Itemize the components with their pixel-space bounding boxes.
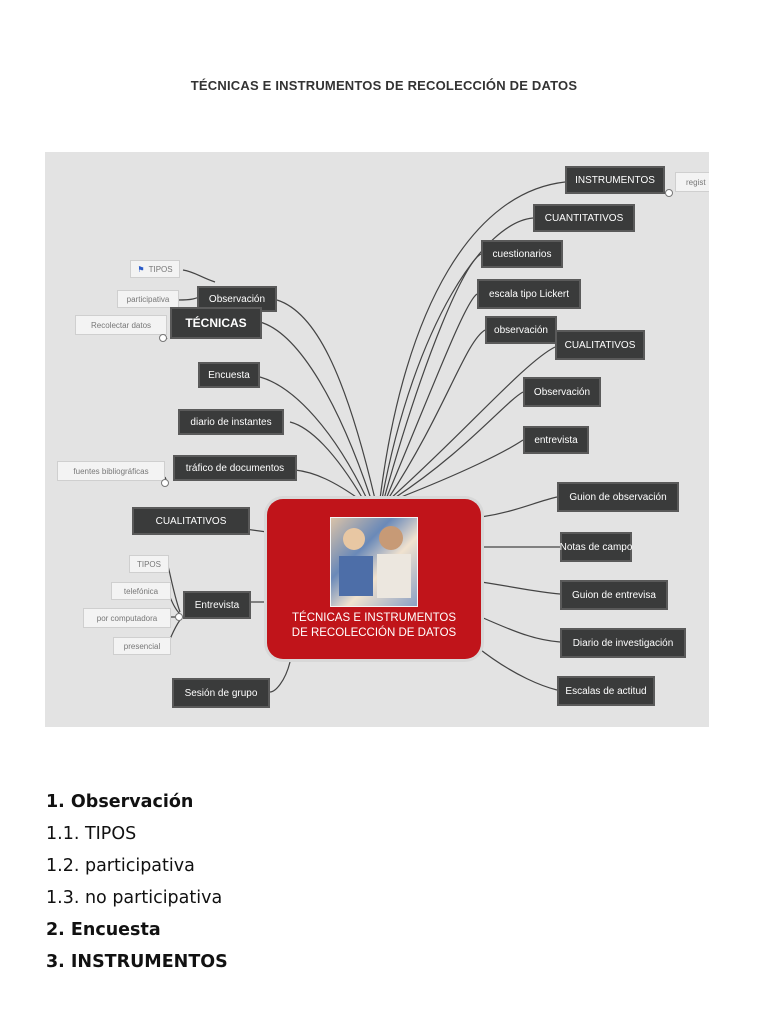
subnode-tipos: ⚑ TIPOS [130,260,180,278]
outline-item: 1.1. TIPOS [46,824,137,844]
node-cualitativos-left: CUALITATIVOS [132,507,250,535]
subnode-tipos-entrevista: TIPOS [129,555,169,573]
node-cuantitativos: CUANTITATIVOS [533,204,635,232]
node-observacion-cualitativa: Observación [523,377,601,407]
node-instrumentos: INSTRUMENTOS [565,166,665,194]
node-escala-lickert: escala tipo Lickert [477,279,581,309]
subnode-fuentes: fuentes bibliográficas [57,461,165,481]
subnode-por-computadora: por computadora [83,608,171,628]
outline-item: 3. INSTRUMENTOS [46,952,228,972]
connector-lines [159,181,566,693]
outline-item: 1.2. participativa [46,856,195,876]
node-observacion-right: observación [485,316,557,344]
node-notas-campo: Notas de campo [560,532,632,562]
central-topic: TÉCNICAS E INSTRUMENTOS DE RECOLECCIÓN D… [267,499,481,659]
outline-list: 1. Observación 1.1. TIPOS 1.2. participa… [46,786,228,978]
collapse-knob[interactable] [175,613,183,621]
node-sesion-grupo: Sesión de grupo [172,678,270,708]
node-encuesta: Encuesta [198,362,260,388]
mind-map-image: ⚑ TIPOS participativa Recolectar datos O… [45,152,709,727]
subnode-participativa: participativa [117,290,179,308]
node-cualitativos-right: CUALITATIVOS [555,330,645,360]
node-diario-instantes: diario de instantes [178,409,284,435]
collapse-knob[interactable] [665,189,673,197]
subnode-presencial: presencial [113,637,171,655]
document-title: TÉCNICAS E INSTRUMENTOS DE RECOLECCIÓN D… [190,78,578,93]
node-cuestionarios: cuestionarios [481,240,563,268]
node-tecnicas: TÉCNICAS [170,307,262,339]
subnode-recolectar-datos: Recolectar datos [75,315,167,335]
outline-item: 2. Encuesta [46,920,161,940]
central-topic-label: TÉCNICAS E INSTRUMENTOS DE RECOLECCIÓN D… [291,612,457,639]
collapse-knob[interactable] [161,479,169,487]
students-photo [330,517,418,607]
flag-icon: ⚑ [137,264,145,274]
node-trafico-documentos: tráfico de documentos [173,455,297,481]
node-guion-entrevista: Guion de entrevisa [560,580,668,610]
outline-item: 1. Observación [46,792,194,812]
node-entrevista-right: entrevista [523,426,589,454]
subnode-telefonica: telefónica [111,582,171,600]
collapse-knob[interactable] [159,334,167,342]
node-entrevista-left: Entrevista [183,591,251,619]
node-diario-investigacion: Diario de investigación [560,628,686,658]
node-guion-observacion: Guion de observación [557,482,679,512]
subnode-registro: regist [675,172,709,192]
outline-item: 1.3. no participativa [46,888,223,908]
node-escalas-actitud: Escalas de actitud [557,676,655,706]
